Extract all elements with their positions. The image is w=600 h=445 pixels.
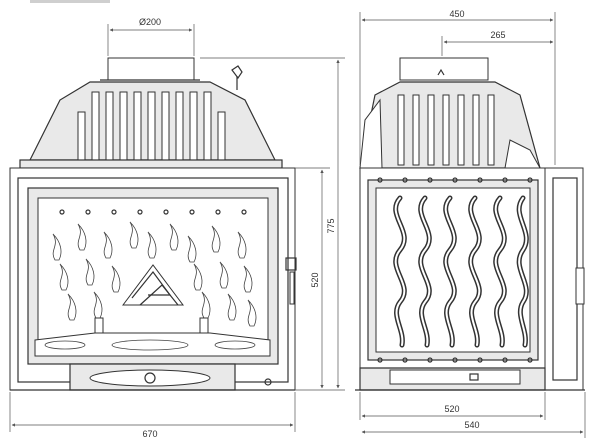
front-door-bolts xyxy=(59,209,247,215)
side-flue-collar xyxy=(399,57,489,81)
side-view xyxy=(355,57,585,391)
front-damper-knob xyxy=(231,65,243,80)
side-hood-ribs xyxy=(397,94,495,166)
front-logo xyxy=(122,264,184,306)
ash-pan-knob xyxy=(144,372,156,384)
front-grate xyxy=(34,332,271,357)
front-door-latch xyxy=(285,257,297,271)
side-wave-panel xyxy=(375,187,531,353)
flue-offset-label: 265 xyxy=(490,30,505,40)
side-dimensions: 450 265 520 540 xyxy=(359,9,586,438)
depth-base-label: 540 xyxy=(464,420,479,430)
height-total-label: 775 xyxy=(326,218,336,233)
front-view xyxy=(9,57,297,391)
side-panel-bolts xyxy=(377,177,533,363)
height-body-label: 520 xyxy=(310,272,320,287)
header-bar xyxy=(30,0,110,3)
depth-total-label: 450 xyxy=(449,9,464,19)
front-dimensions: Ø200 775 520 670 xyxy=(9,17,345,439)
depth-body-label: 520 xyxy=(444,404,459,414)
flue-diameter-label: Ø200 xyxy=(139,17,161,27)
front-flue-collar xyxy=(107,57,195,81)
width-label: 670 xyxy=(142,429,157,439)
